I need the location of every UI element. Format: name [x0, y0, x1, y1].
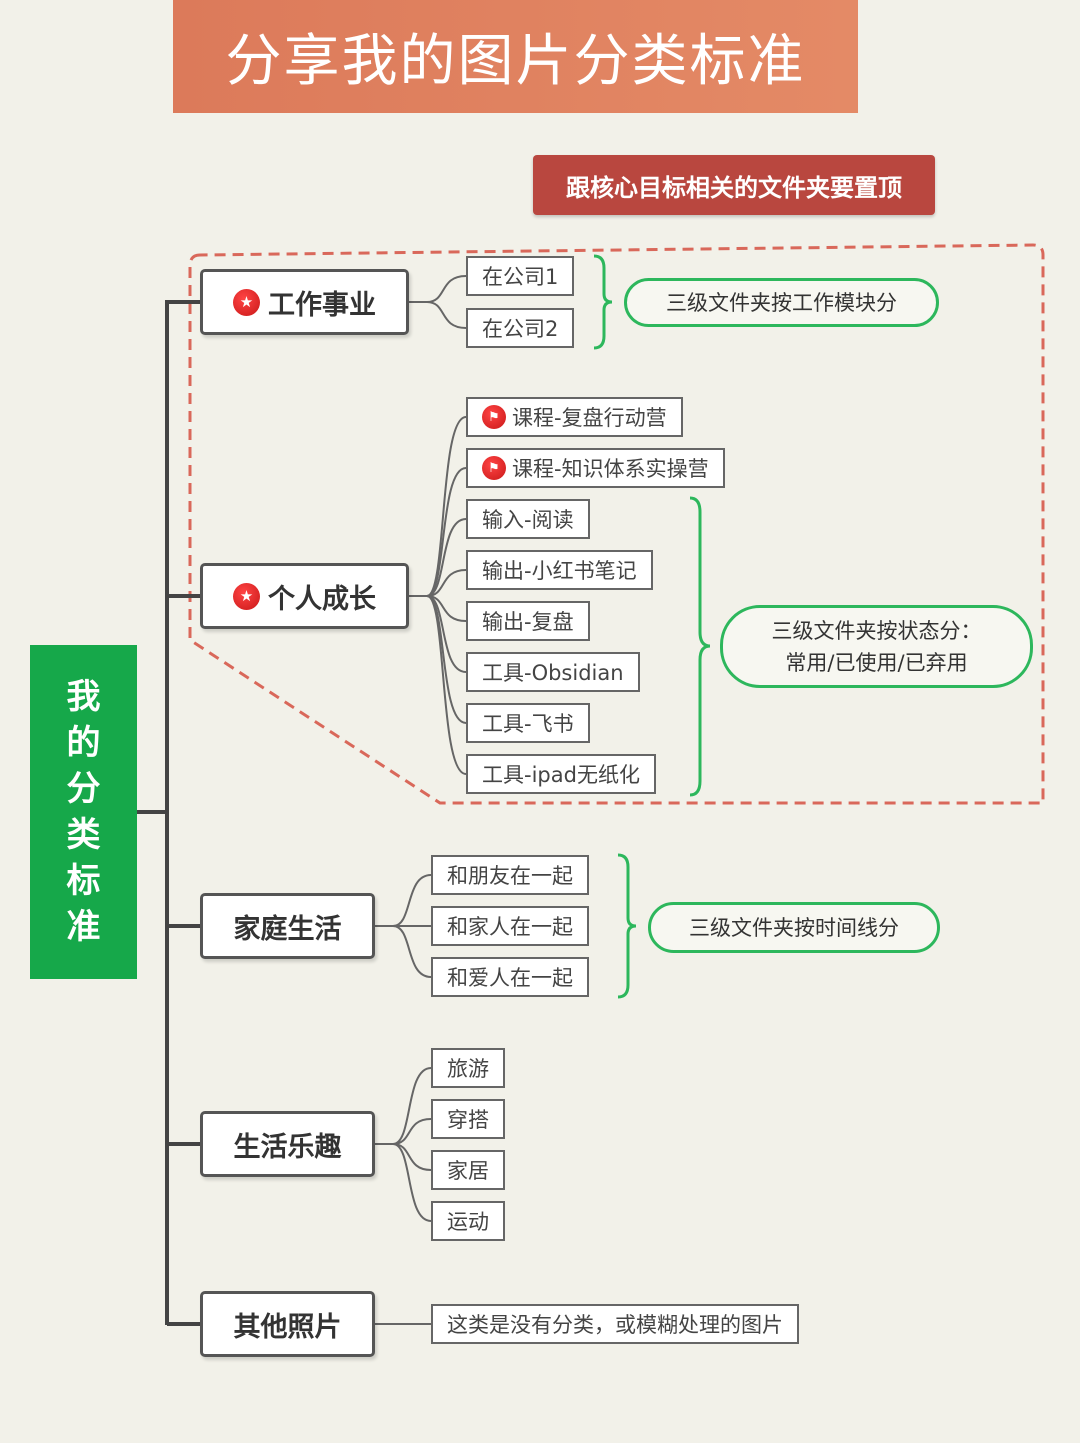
- leaf-node[interactable]: 在公司2: [466, 308, 575, 348]
- leaf-label: 工具-Obsidian: [482, 661, 624, 685]
- core-goal-dashed-region: [188, 243, 1045, 805]
- leaf-node[interactable]: 输入-阅读: [466, 499, 590, 539]
- pinned-note-badge: 跟核心目标相关的文件夹要置顶: [533, 155, 935, 215]
- note-growth: 三级文件夹按状态分： 常用/已使用/已弃用: [720, 605, 1033, 688]
- leaf-label: 工具-飞书: [482, 712, 574, 736]
- branch-growth[interactable]: ★ 个人成长: [200, 563, 409, 629]
- leaf-label: 运动: [447, 1210, 489, 1234]
- branch-label: 其他照片: [233, 1311, 342, 1343]
- leaf-node[interactable]: 运动: [431, 1201, 505, 1241]
- leaf-node[interactable]: 和家人在一起: [431, 906, 589, 946]
- leaf-node[interactable]: 和朋友在一起: [431, 855, 589, 895]
- branch-leaf-line: [409, 416, 467, 597]
- leaf-node[interactable]: 输出-小红书笔记: [466, 550, 653, 590]
- leaf-node[interactable]: 输出-复盘: [466, 601, 590, 641]
- leaf-node[interactable]: ⚑课程-知识体系实操营: [466, 448, 725, 488]
- leaf-node[interactable]: 旅游: [431, 1048, 505, 1088]
- branch-leaf-line: [375, 874, 432, 927]
- branch-leaf-line: [409, 467, 467, 597]
- branch-leisure[interactable]: 生活乐趣: [200, 1111, 375, 1177]
- leaf-label: 和爱人在一起: [447, 966, 573, 990]
- flag-icon: ⚑: [482, 405, 506, 429]
- bracket-family: [617, 853, 637, 999]
- root-char: 准: [66, 907, 101, 947]
- leaf-label: 输入-阅读: [482, 508, 574, 532]
- branch-label: 家庭生活: [233, 913, 342, 945]
- root-char: 我: [66, 677, 101, 717]
- note-work: 三级文件夹按工作模块分: [624, 278, 939, 327]
- root-node: 我 的 分 类 标 准: [30, 645, 137, 979]
- leaf-label: 旅游: [447, 1057, 489, 1081]
- leaf-label: 和家人在一起: [447, 915, 573, 939]
- leaf-label: 工具-ipad无纸化: [482, 763, 640, 787]
- flag-icon: ⚑: [482, 456, 506, 480]
- branch-leaf-line: [409, 595, 467, 724]
- leaf-label: 在公司1: [482, 265, 559, 289]
- leaf-node[interactable]: 工具-ipad无纸化: [466, 754, 656, 794]
- note-family: 三级文件夹按时间线分: [648, 902, 940, 953]
- leaf-label: 课程-复盘行动营: [512, 406, 667, 430]
- leaf-label: 和朋友在一起: [447, 864, 573, 888]
- leaf-label: 这类是没有分类，或模糊处理的图片: [447, 1313, 783, 1337]
- leaf-label: 输出-小红书笔记: [482, 559, 637, 583]
- bracket-growth: [689, 496, 711, 797]
- leaf-label: 穿搭: [447, 1108, 489, 1132]
- page-title: 分享我的图片分类标准: [173, 0, 858, 113]
- branch-label: 个人成长: [268, 583, 376, 615]
- bracket-work: [593, 254, 613, 350]
- trunk-line: [137, 300, 169, 1325]
- branch-leaf-line: [409, 301, 467, 329]
- branch-label: 生活乐趣: [233, 1131, 342, 1163]
- branch-leaf-line: [375, 1067, 432, 1145]
- leaf-node[interactable]: 工具-飞书: [466, 703, 590, 743]
- root-char: 类: [66, 815, 101, 855]
- root-char: 分: [66, 769, 101, 809]
- branch-family[interactable]: 家庭生活: [200, 893, 375, 959]
- note-text: 三级文件夹按工作模块分: [666, 290, 897, 315]
- leaf-node[interactable]: 工具-Obsidian: [466, 652, 640, 692]
- branch-leaf-line: [409, 595, 467, 673]
- star-icon: ★: [233, 288, 260, 316]
- note-text: 三级文件夹按状态分：: [771, 618, 982, 643]
- branch-work[interactable]: ★ 工作事业: [200, 269, 409, 335]
- leaf-label: 课程-知识体系实操营: [512, 457, 709, 481]
- note-text: 三级文件夹按时间线分: [689, 915, 899, 940]
- branch-leaf-line: [375, 1143, 432, 1222]
- leaf-node[interactable]: 穿搭: [431, 1099, 505, 1139]
- leaf-node[interactable]: ⚑课程-复盘行动营: [466, 397, 683, 437]
- leaf-label: 在公司2: [482, 317, 559, 341]
- leaf-node[interactable]: 这类是没有分类，或模糊处理的图片: [431, 1304, 799, 1344]
- leaf-label: 家居: [447, 1159, 489, 1183]
- leaf-node[interactable]: 家居: [431, 1150, 505, 1190]
- branch-label: 工作事业: [268, 289, 376, 321]
- branch-other[interactable]: 其他照片: [200, 1291, 375, 1357]
- leaf-node[interactable]: 和爱人在一起: [431, 957, 589, 997]
- branch-leaf-line: [409, 595, 467, 775]
- branch-leaf-line: [409, 518, 467, 597]
- leaf-node[interactable]: 在公司1: [466, 256, 575, 296]
- branch-leaf-line: [375, 925, 432, 978]
- note-text: 常用/已使用/已弃用: [785, 650, 968, 675]
- root-char: 的: [66, 723, 101, 763]
- branch-leaf-line: [409, 275, 467, 303]
- star-icon: ★: [233, 582, 260, 610]
- root-char: 标: [66, 861, 101, 901]
- leaf-label: 输出-复盘: [482, 610, 574, 634]
